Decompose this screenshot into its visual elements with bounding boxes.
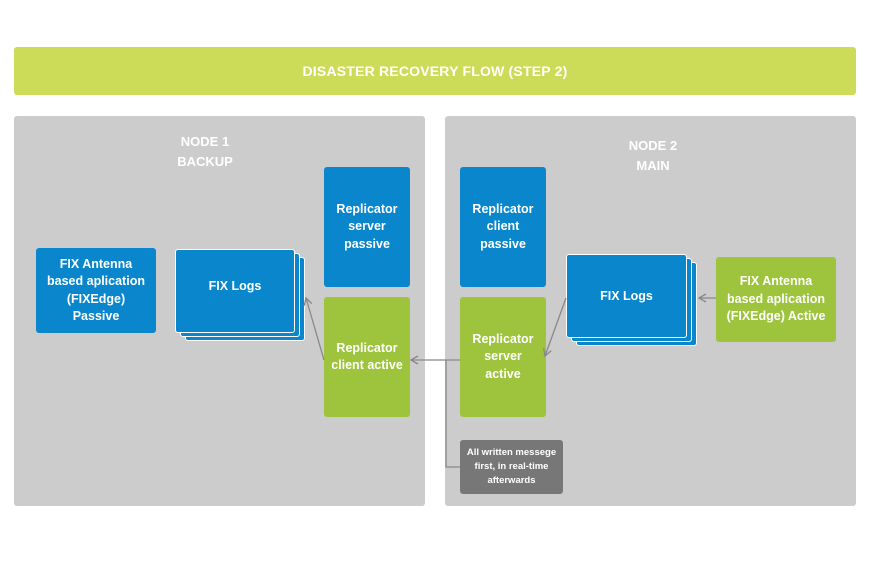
node1-replicator-server: Replicator server passive (324, 167, 410, 287)
node2-fix-logs-label: FIX Logs (600, 289, 653, 303)
node2-fix-app: FIX Antenna based aplication (FIXEdge) A… (716, 257, 836, 342)
node2-fix-app-label: FIX Antenna based aplication (FIXEdge) A… (726, 274, 826, 324)
arrow-logs-to-server-node2 (542, 297, 567, 358)
node2-label-line1: NODE 2 (628, 138, 678, 153)
node2-fix-logs: FIX Logs (566, 254, 687, 338)
node1-replicator-server-label: Replicator server passive (336, 201, 398, 251)
node1-label-line1: NODE 1 (180, 134, 230, 149)
node2-replicator-server: Replicator server active (460, 297, 546, 417)
node1-label: NODE 1 BACKUP (140, 132, 270, 172)
replication-note: All written messege first, in real-time … (460, 440, 563, 494)
node2-replicator-server-label: Replicator server active (472, 331, 534, 381)
node2-replicator-client-label: Replicator client passive (472, 201, 534, 251)
node1-fix-logs-label: FIX Logs (208, 279, 262, 293)
node1-fix-app: FIX Antenna based aplication (FIXEdge) P… (36, 248, 156, 333)
diagram-title: DISASTER RECOVERY FLOW (STEP 2) (14, 47, 856, 95)
node1-replicator-client: Replicator client active (324, 297, 410, 417)
node2-replicator-client: Replicator client passive (460, 167, 546, 287)
node1-replicator-client-label: Replicator client active (331, 340, 403, 373)
node2-label-line2: MAIN (636, 158, 670, 173)
note-connector (445, 360, 460, 468)
node2-label: NODE 2 MAIN (588, 136, 718, 176)
replication-note-text: All written messege first, in real-time … (466, 447, 557, 486)
arrow-client-to-logs-node1 (303, 296, 325, 361)
node1-fix-app-label: FIX Antenna based aplication (FIXEdge) P… (47, 256, 145, 324)
diagram-title-text: DISASTER RECOVERY FLOW (STEP 2) (302, 63, 568, 79)
node1-label-line2: BACKUP (177, 154, 233, 169)
node1-fix-logs: FIX Logs (175, 249, 295, 333)
